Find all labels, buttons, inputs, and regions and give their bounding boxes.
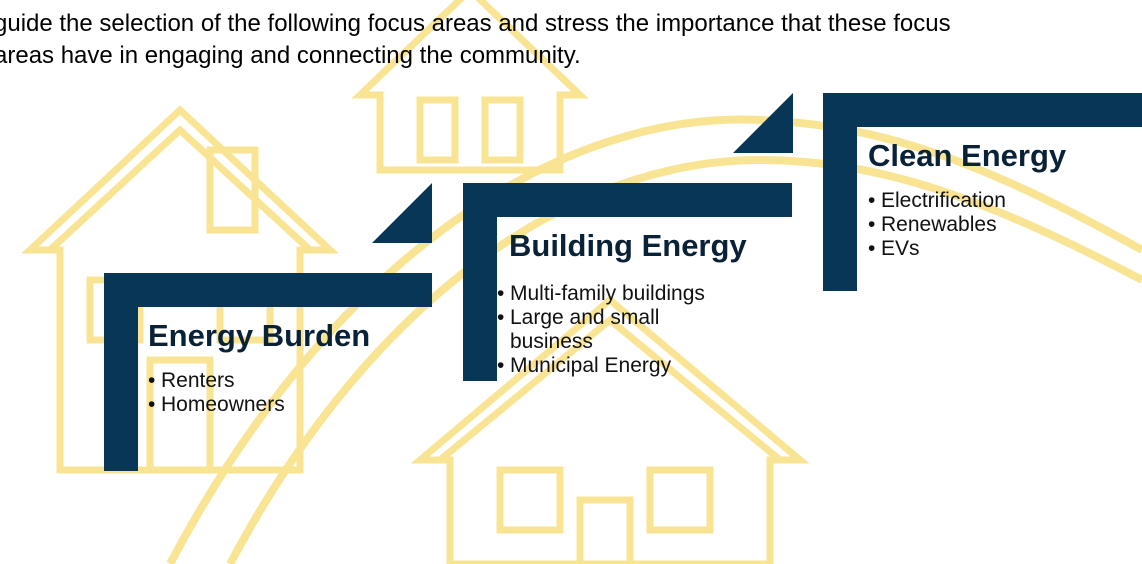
- step-vertical-bar: [823, 93, 857, 291]
- focus-area-title: Clean Energy: [868, 138, 1067, 173]
- list-item: Municipal Energy: [497, 354, 787, 378]
- intro-paragraph: guide the selection of the following foc…: [0, 8, 1142, 72]
- step-vertical-bar: [104, 273, 138, 471]
- watermark-arc: [166, 115, 1142, 564]
- focus-area-items: Renters Homeowners: [148, 369, 285, 417]
- list-item: Homeowners: [148, 393, 285, 417]
- list-item: Multi-family buildings: [497, 282, 787, 306]
- intro-line-2: areas have in engaging and connecting th…: [0, 42, 581, 69]
- step-arrow-triangle: [372, 183, 432, 243]
- list-item: EVs: [868, 237, 1006, 261]
- intro-line-1: guide the selection of the following foc…: [0, 10, 951, 37]
- step-horizontal-bar: [104, 273, 432, 307]
- step-horizontal-bar: [463, 183, 792, 217]
- step-horizontal-bar: [823, 93, 1142, 127]
- step-vertical-bar: [463, 183, 497, 381]
- focus-area-items: Electrification Renewables EVs: [868, 189, 1006, 261]
- focus-area-title: Building Energy: [509, 228, 747, 263]
- step-arrow-triangle: [733, 93, 793, 153]
- house-icon: [351, 0, 589, 174]
- list-item: Large and small business: [497, 306, 730, 354]
- list-item: Renters: [148, 369, 285, 393]
- list-item: Renewables: [868, 213, 1006, 237]
- list-item: Electrification: [868, 189, 1006, 213]
- focus-area-items: Multi-family buildings Large and small b…: [497, 282, 787, 378]
- focus-area-title: Energy Burden: [148, 318, 371, 353]
